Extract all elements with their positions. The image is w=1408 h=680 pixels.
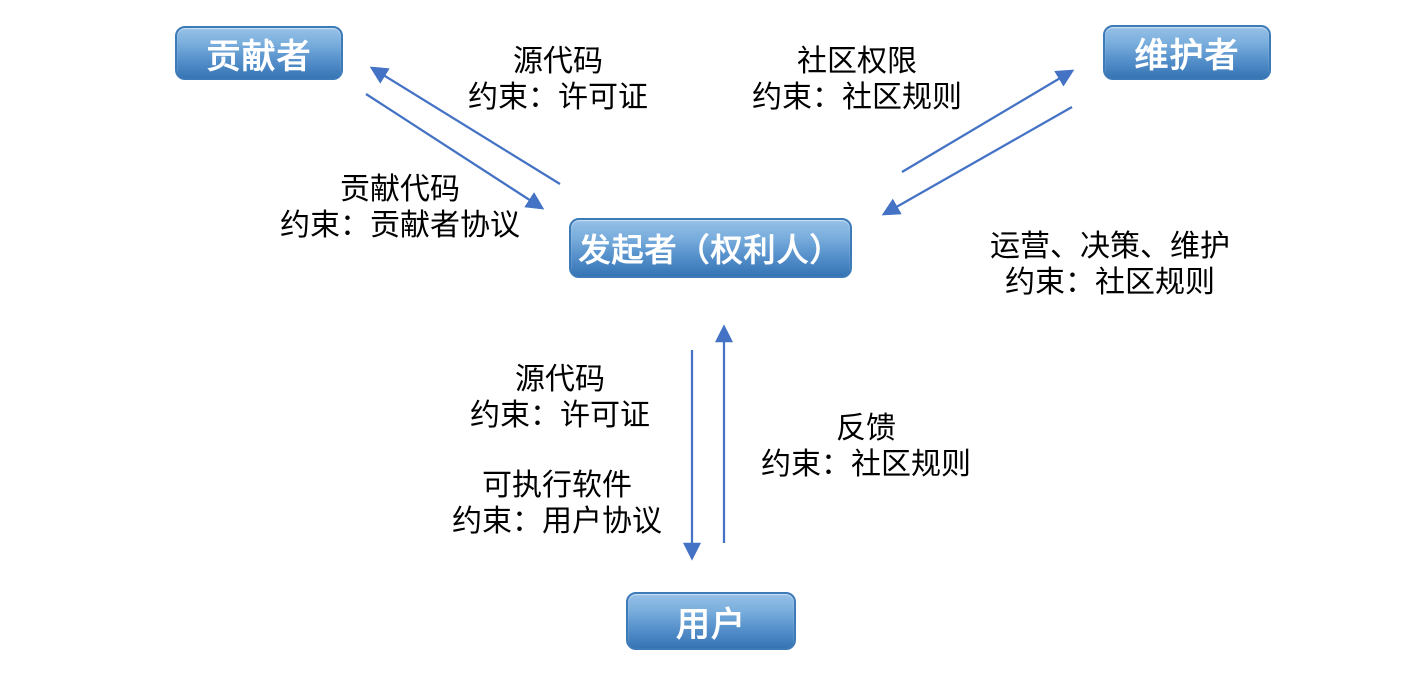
- edge-label-source-code-license-top: 源代码约束：许可证: [468, 44, 648, 116]
- edge-label-source-code-license-top-line2: 约束：许可证: [468, 81, 648, 114]
- edge-label-operate-decide-maintain: 运营、决策、维护约束：社区规则: [990, 229, 1230, 301]
- arrow-maintainer-to-initiator: [881, 106, 1073, 216]
- edge-label-contribute-code-line2: 约束：贡献者协议: [280, 209, 520, 242]
- edge-label-executable-software: 可执行软件约束：用户协议: [452, 468, 662, 540]
- node-initiator: 发起者（权利人）: [569, 218, 852, 278]
- node-maintainer: 维护者: [1103, 25, 1271, 80]
- edge-label-executable-software-line2: 约束：用户协议: [452, 505, 662, 538]
- node-label-contributor: 贡献者: [206, 38, 312, 76]
- edge-label-feedback: 反馈约束：社区规则: [761, 411, 971, 483]
- node-label-initiator: 发起者（权利人）: [578, 232, 843, 268]
- edge-label-operate-decide-maintain-line2: 约束：社区规则: [1005, 266, 1215, 299]
- edge-label-source-code-license-mid-line2: 约束：许可证: [470, 399, 650, 432]
- edge-label-contribute-code-line1: 贡献代码: [340, 173, 460, 206]
- node-contributor: 贡献者: [175, 26, 343, 80]
- edge-label-operate-decide-maintain-line1: 运营、决策、维护: [990, 230, 1230, 263]
- edge-label-source-code-license-mid: 源代码约束：许可证: [470, 362, 650, 434]
- edge-label-source-code-license-top-line1: 源代码: [513, 45, 603, 78]
- node-user: 用户: [626, 592, 796, 650]
- node-label-user: 用户: [676, 606, 746, 644]
- node-label-maintainer: 维护者: [1134, 38, 1240, 75]
- edge-label-source-code-license-mid-line1: 源代码: [515, 363, 605, 396]
- edge-label-community-permission-line2: 约束：社区规则: [752, 81, 962, 114]
- edge-label-community-permission: 社区权限约束：社区规则: [752, 44, 962, 116]
- edge-label-community-permission-line1: 社区权限: [797, 45, 917, 78]
- edge-label-feedback-line2: 约束：社区规则: [761, 448, 971, 481]
- edge-label-executable-software-line1: 可执行软件: [482, 469, 632, 502]
- edge-label-feedback-line1: 反馈: [836, 412, 896, 445]
- edge-label-contribute-code: 贡献代码约束：贡献者协议: [280, 172, 520, 244]
